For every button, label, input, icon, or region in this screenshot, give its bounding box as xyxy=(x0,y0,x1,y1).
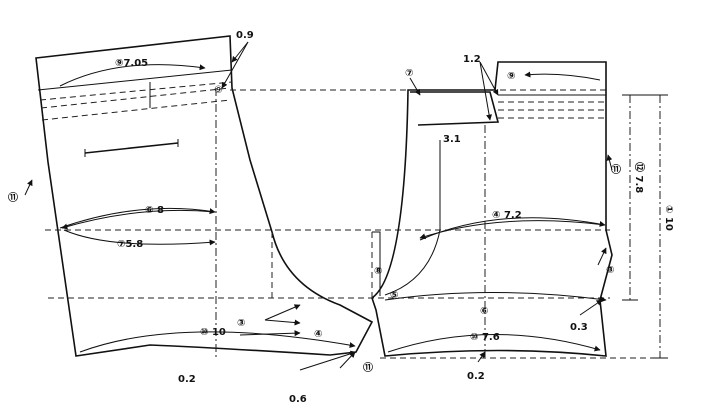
label-11-right: ⑪ xyxy=(611,163,621,176)
fly-line xyxy=(384,140,441,296)
right-pattern-piece xyxy=(371,61,668,363)
arrow-6-right xyxy=(384,292,607,303)
label-circ9-a: ⑨ xyxy=(214,85,223,96)
label-3-right: ③ xyxy=(606,265,614,276)
arrow-7-5-8 xyxy=(63,229,216,246)
left-piece-outline xyxy=(35,35,374,357)
label-0-6: 0.6 xyxy=(289,394,307,405)
label-0-2-right: 0.2 xyxy=(467,371,485,382)
label-8: ⑧ xyxy=(374,266,382,277)
construction-lines xyxy=(45,89,660,359)
left-waistband-dash-3 xyxy=(41,99,231,121)
label-12-7-8: ⑫ 7.8 xyxy=(633,162,646,193)
left-waistband-dash-2 xyxy=(40,87,231,109)
label-9-7-05: ⑨7.05 xyxy=(115,58,148,69)
label-1-10: ① 10 xyxy=(663,205,674,231)
arrow-10-10 xyxy=(79,331,356,353)
label-3-1: 3.1 xyxy=(443,134,461,145)
left-pattern-piece xyxy=(24,35,374,371)
label-1-2: 1.2 xyxy=(463,54,481,65)
label-10-10: ⑩ 10 xyxy=(200,327,226,338)
label-0-9: 0.9 xyxy=(236,30,254,41)
label-9-right: ⑨ xyxy=(507,71,515,82)
label-0-3: 0.3 xyxy=(570,322,588,333)
label-0-2-left: 0.2 xyxy=(178,374,196,385)
left-waistband-dash-1 xyxy=(39,81,233,101)
label-6-8: ⑥ 8 xyxy=(145,205,164,216)
label-7-right: ⑦ xyxy=(405,68,413,79)
label-6-right: ⑥ xyxy=(480,306,488,317)
pocket-line xyxy=(84,142,179,154)
label-10-7-6: ⑩ 7.6 xyxy=(470,332,500,343)
right-piece-outline xyxy=(371,61,613,357)
arrow-11-left xyxy=(24,179,33,196)
label-4-left: ④ xyxy=(314,329,322,340)
label-11-bottom: ⑪ xyxy=(363,361,373,374)
arrow-6-8 xyxy=(59,207,216,229)
label-4-7-2: ④ 7.2 xyxy=(492,210,522,221)
pocket-facing xyxy=(410,91,500,126)
arrow-10-7-6 xyxy=(387,334,601,353)
left-waistband-top xyxy=(37,69,233,91)
diagram-labels: 0.9 ⑨7.05 ⑨ ⑪ ⑥ 8 ⑦5.8 ③ ④ ⑩ 10 0.2 0.6 … xyxy=(8,30,674,405)
arrow-9-right xyxy=(524,71,601,81)
label-7-5-8: ⑦5.8 xyxy=(117,239,143,250)
arrow-9-7-05 xyxy=(59,64,206,87)
label-5: ⑤ xyxy=(390,290,398,301)
label-11-left: ⑪ xyxy=(8,191,18,204)
arrow-4-left xyxy=(239,330,301,337)
label-3-left: ③ xyxy=(237,318,245,329)
